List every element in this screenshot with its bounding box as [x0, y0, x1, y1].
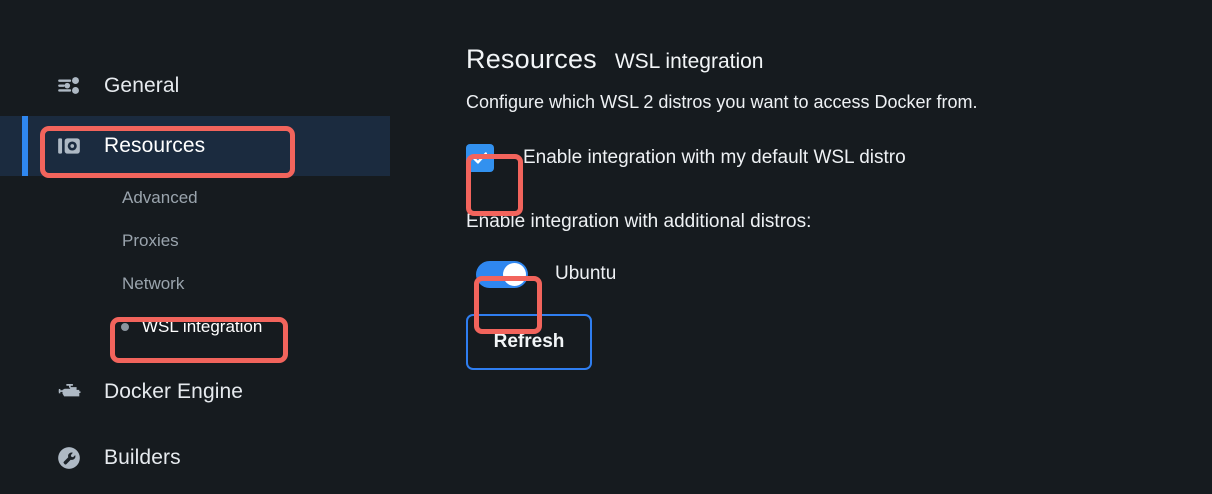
sliders-icon [54, 71, 84, 101]
sidebar-subitem-label: Network [122, 273, 185, 293]
toggle-knob [503, 262, 526, 286]
sidebar-subitem-advanced[interactable]: Advanced [0, 176, 430, 219]
resources-icon [54, 131, 84, 161]
sidebar-item-docker-engine[interactable]: Docker Engine [0, 362, 430, 422]
sidebar-subitem-proxies[interactable]: Proxies [0, 219, 430, 262]
page-header: Resources WSL integration [466, 44, 1212, 75]
ubuntu-distro-toggle[interactable] [476, 260, 528, 288]
sidebar-item-label: General [104, 74, 180, 97]
page-description: Configure which WSL 2 distros you want t… [466, 92, 978, 112]
sidebar-item-builders[interactable]: Builders [0, 428, 430, 488]
distro-row-ubuntu: Ubuntu [466, 258, 1212, 290]
sidebar-subitem-label: Advanced [122, 187, 198, 207]
settings-sidebar: General Resources Advanced Proxies Netwo… [0, 0, 430, 494]
additional-distros-label: Enable integration with additional distr… [466, 211, 812, 232]
sidebar-item-label: Docker Engine [104, 380, 244, 403]
sidebar-subitem-network[interactable]: Network [0, 262, 430, 305]
docker-engine-icon [54, 377, 84, 407]
sidebar-subitem-label: Proxies [122, 230, 179, 250]
enable-default-distro-label: Enable integration with my default WSL d… [523, 147, 906, 168]
sidebar-item-general[interactable]: General [0, 56, 430, 116]
page-title: Resources [466, 44, 597, 74]
refresh-button[interactable]: Refresh [466, 314, 592, 370]
wrench-icon [54, 443, 84, 473]
sidebar-item-label: Resources [104, 134, 206, 157]
enable-default-distro-checkbox[interactable] [466, 144, 494, 172]
default-distro-row: Enable integration with my default WSL d… [466, 142, 1212, 174]
ubuntu-distro-label: Ubuntu [555, 263, 617, 284]
page-subtitle: WSL integration [614, 50, 764, 73]
sidebar-item-label: Builders [104, 446, 181, 469]
active-bullet-icon [121, 322, 129, 331]
